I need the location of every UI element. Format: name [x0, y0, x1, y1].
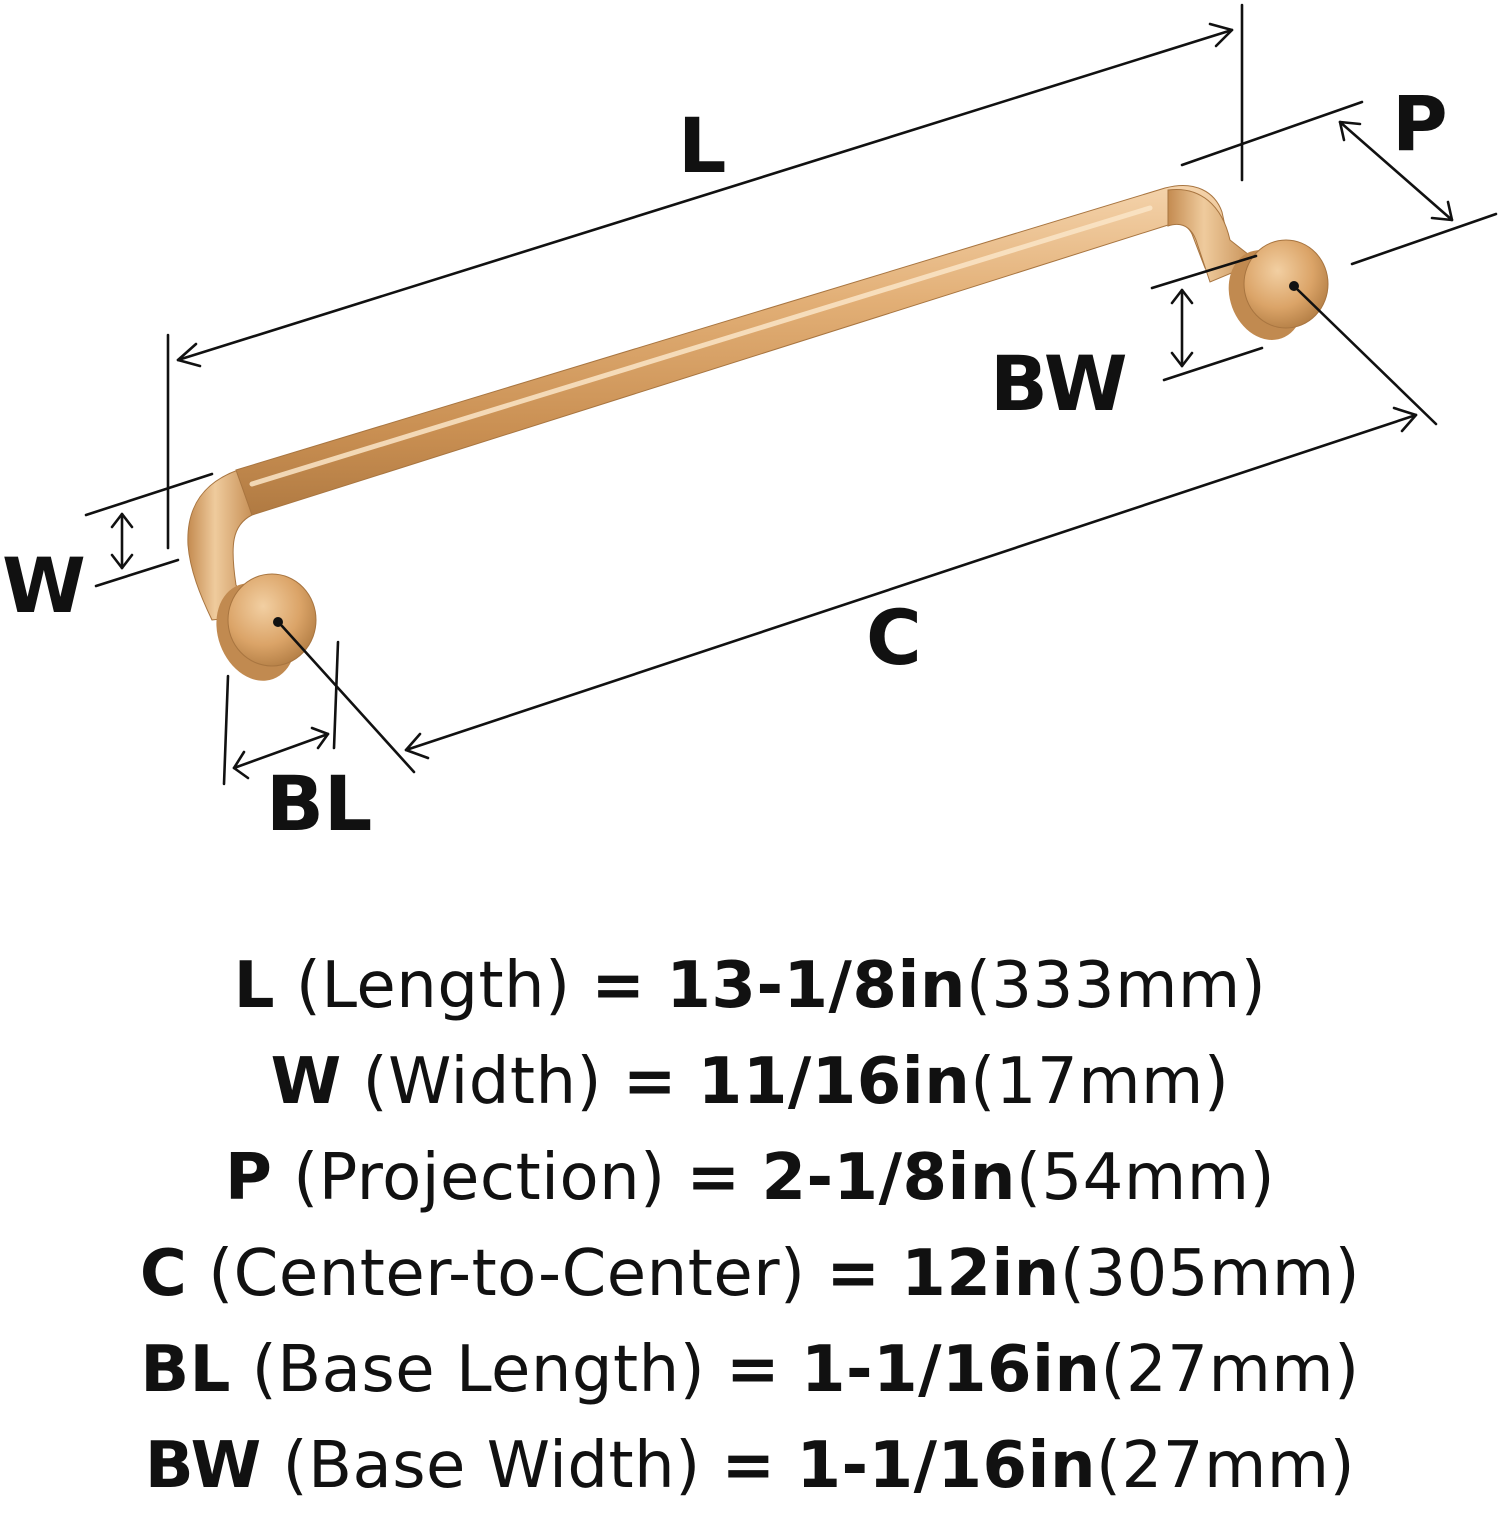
BL-arrow-right: [310, 726, 330, 750]
bar-highlight: [249, 205, 1153, 487]
P-dimension-line: [1338, 120, 1454, 222]
spec-metric: (333mm): [965, 949, 1267, 1023]
C-arrow-right: [1392, 406, 1418, 433]
BL-extension-right: [332, 640, 340, 750]
C-dimension-line: [404, 413, 1418, 752]
spec-code: W: [270, 1045, 342, 1119]
spec-code: BL: [140, 1333, 231, 1407]
C-extension-right: [1296, 288, 1438, 426]
spec-metric: (27mm): [1100, 1333, 1360, 1407]
BW-extension-top: [1150, 254, 1258, 290]
spec-imperial: 1-1/16in: [796, 1429, 1097, 1503]
spec-row-base-width: BW (Base Width) = 1-1/16in(27mm): [0, 1418, 1500, 1514]
BL-extension-left: [222, 674, 230, 786]
spec-description: (Base Width): [282, 1429, 701, 1503]
spec-imperial: 12in: [901, 1237, 1060, 1311]
BW-extension-bottom: [1162, 346, 1264, 382]
spec-imperial: 1-1/16in: [800, 1333, 1101, 1407]
left-base: [216, 573, 317, 681]
spec-row-base-length: BL (Base Length) = 1-1/16in(27mm): [0, 1322, 1500, 1418]
left-center-point: [273, 617, 283, 627]
spec-row-length: L (Length) = 13-1/8in(333mm): [0, 938, 1500, 1034]
P-arrow-top: [1338, 120, 1362, 142]
handle-dimension-diagram: L W P C BL: [2, 3, 1498, 848]
right-center-point: [1289, 281, 1299, 291]
label-L: L: [678, 101, 726, 190]
spec-equals: =: [726, 1333, 781, 1407]
right-base: [1228, 239, 1329, 340]
dimension-BL: BL: [222, 640, 372, 848]
spec-imperial: 11/16in: [697, 1045, 971, 1119]
spec-description: (Projection): [293, 1141, 666, 1215]
L-arrow-right: [1208, 22, 1234, 48]
spec-metric: (305mm): [1059, 1237, 1361, 1311]
spec-row-projection: P (Projection) = 2-1/8in(54mm): [0, 1130, 1500, 1226]
spec-equals: =: [686, 1141, 741, 1215]
W-extension-bottom: [94, 558, 180, 588]
C-arrow-left: [404, 732, 430, 760]
label-BW: BW: [990, 339, 1128, 428]
P-arrow-bottom: [1430, 200, 1454, 222]
spec-equals: =: [721, 1429, 776, 1503]
dimension-spec-list: L (Length) = 13-1/8in(333mm) W (Width) =…: [0, 938, 1500, 1514]
spec-description: (Center-to-Center): [208, 1237, 806, 1311]
W-arrow-bottom: [110, 553, 134, 570]
BL-dimension-line: [232, 732, 330, 770]
spec-code: BW: [144, 1429, 262, 1503]
dimension-P: P: [1180, 79, 1498, 266]
label-C: C: [866, 593, 922, 682]
spec-metric: (27mm): [1096, 1429, 1356, 1503]
cabinet-pull-handle: [187, 184, 1329, 681]
L-arrow-left: [176, 342, 202, 368]
spec-imperial: 13-1/8in: [666, 949, 966, 1023]
left-post: [187, 469, 257, 621]
spec-code: C: [139, 1237, 188, 1311]
label-P: P: [1392, 79, 1448, 168]
P-extension-top: [1180, 100, 1364, 167]
spec-metric: (54mm): [1015, 1141, 1276, 1215]
spec-equals: =: [826, 1237, 881, 1311]
BW-arrow-top: [1170, 288, 1194, 305]
BL-arrow-left: [232, 750, 250, 780]
BW-arrow-bottom: [1170, 351, 1194, 368]
dimension-L: L: [166, 3, 1244, 550]
label-W: W: [2, 541, 86, 630]
W-extension-top: [84, 472, 214, 517]
dimension-BW: BW: [990, 254, 1264, 428]
W-arrow-top: [110, 512, 134, 529]
spec-description: (Width): [362, 1045, 602, 1119]
P-extension-bottom: [1350, 212, 1498, 266]
spec-equals: =: [591, 949, 646, 1023]
dimension-W: W: [2, 472, 214, 630]
spec-metric: (17mm): [970, 1045, 1230, 1119]
C-extension-left: [280, 624, 416, 774]
spec-row-width: W (Width) = 11/16in(17mm): [0, 1034, 1500, 1130]
dimension-C: C: [280, 288, 1438, 774]
spec-code: L: [233, 949, 276, 1023]
L-dimension-line: [176, 28, 1234, 362]
label-BL: BL: [266, 759, 372, 848]
spec-equals: =: [622, 1045, 677, 1119]
spec-row-center-to-center: C (Center-to-Center) = 12in(305mm): [0, 1226, 1500, 1322]
spec-description: (Length): [295, 949, 571, 1023]
spec-code: P: [224, 1141, 273, 1215]
spec-description: (Base Length): [251, 1333, 706, 1407]
spec-imperial: 2-1/8in: [761, 1141, 1016, 1215]
